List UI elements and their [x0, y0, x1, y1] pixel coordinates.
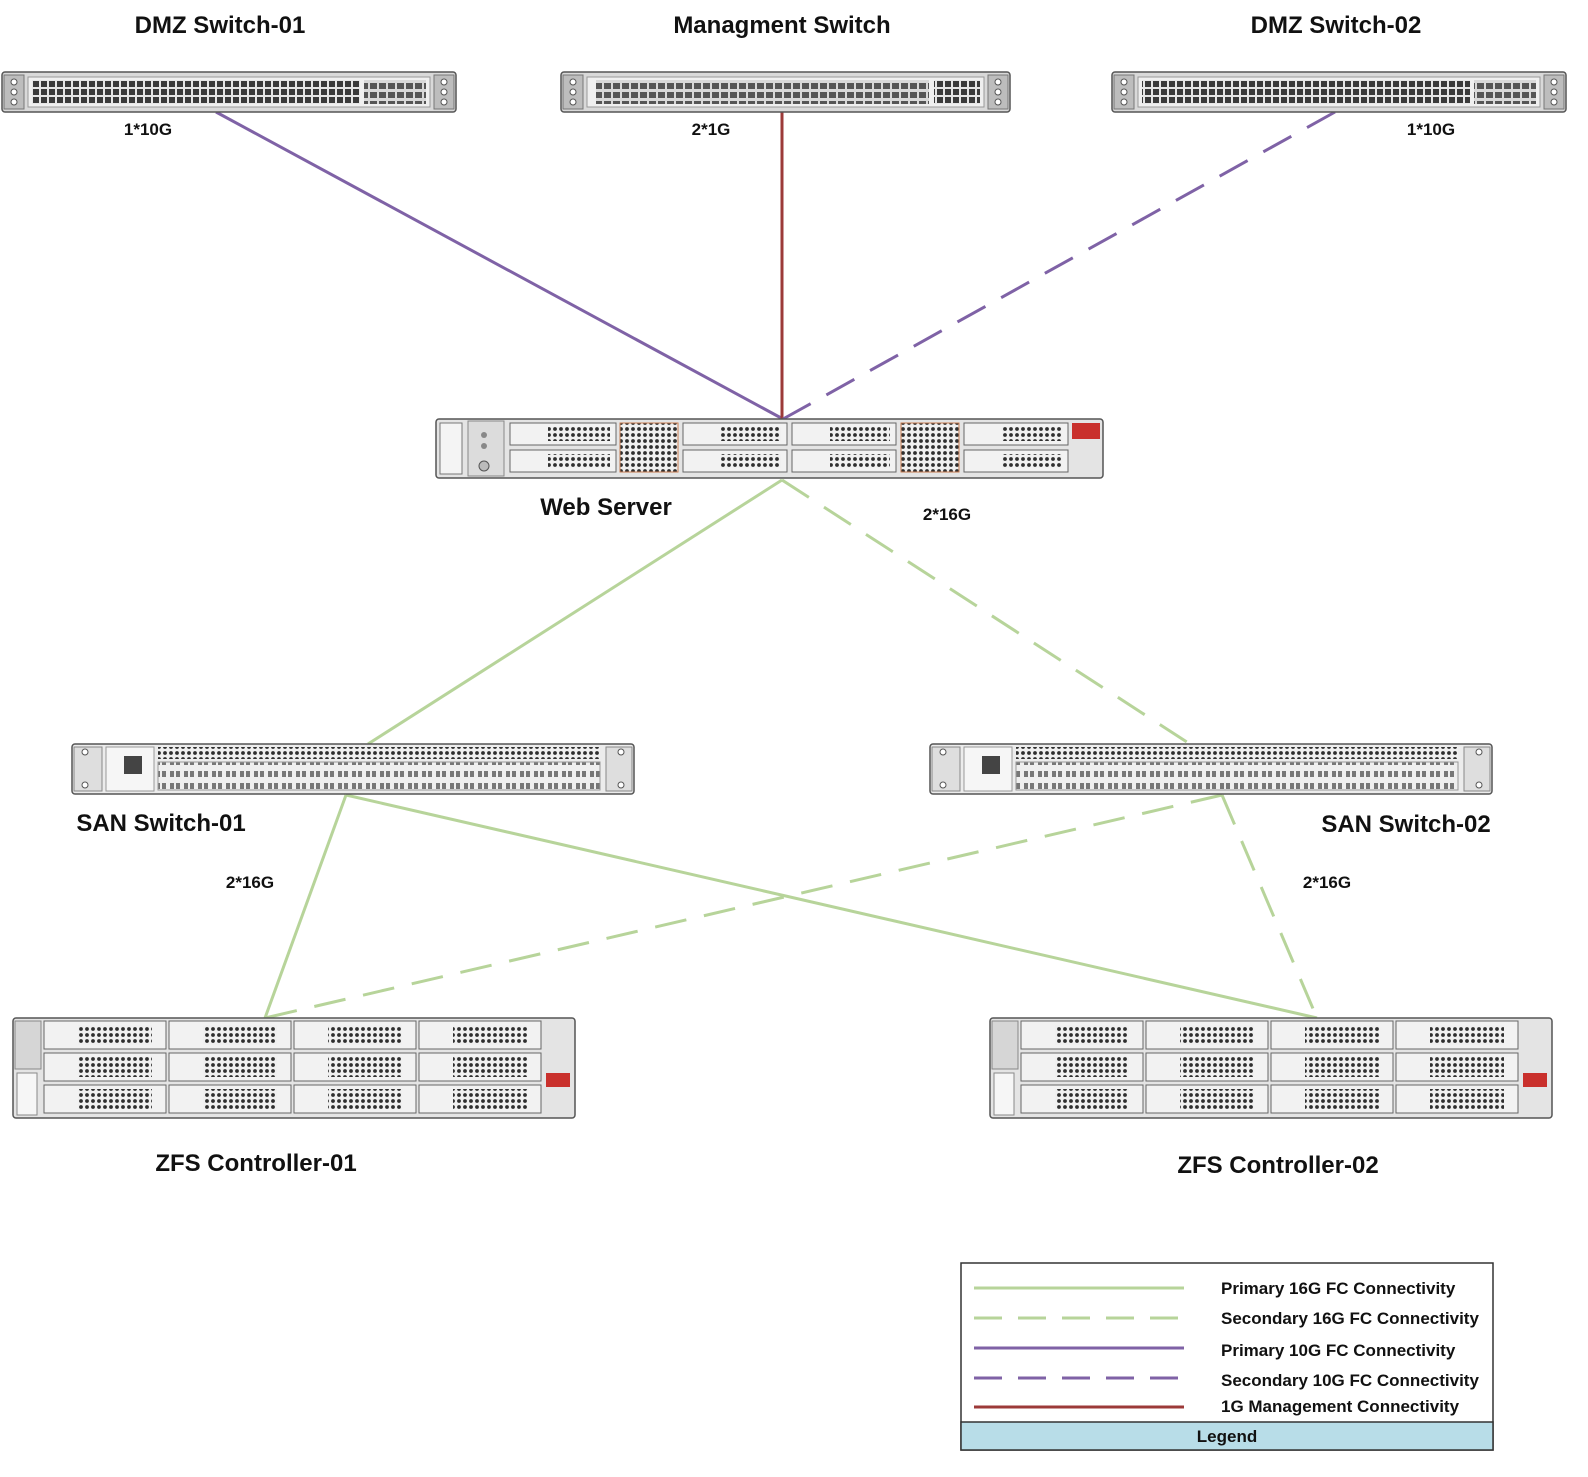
san-switch-01[interactable]	[71, 743, 635, 795]
oracle-badge	[1523, 1073, 1547, 1087]
legend-box	[960, 1262, 1494, 1451]
speed-label-san02-zfs: 2*16G	[1303, 873, 1351, 892]
legend-label-primary-16g: Primary 16G FC Connectivity	[1221, 1279, 1456, 1298]
speed-label-web-san: 2*16G	[923, 505, 971, 524]
link-san01-zfs02	[345, 793, 1318, 1020]
zfs-controller-02-label: ZFS Controller-02	[1177, 1152, 1378, 1179]
dmz-switch-01[interactable]	[1, 71, 457, 113]
link-web-san02	[781, 478, 1191, 746]
legend-title: Legend	[1197, 1427, 1257, 1446]
legend-label-mgmt-1g: 1G Management Connectivity	[1221, 1397, 1460, 1416]
dmz-switch-01-label: DMZ Switch-01	[135, 12, 306, 39]
san-switch-02[interactable]	[929, 743, 1493, 795]
dmz-switch-02-label: DMZ Switch-02	[1251, 12, 1422, 39]
link-dmz01-web	[215, 110, 784, 421]
oracle-badge	[546, 1073, 570, 1087]
zfs-controller-01[interactable]	[12, 1017, 576, 1119]
speed-label-san01-zfs: 2*16G	[226, 873, 274, 892]
speed-label-dmz02: 1*10G	[1407, 120, 1455, 139]
speed-label-dmz01: 1*10G	[124, 120, 172, 139]
link-web-san01	[367, 478, 783, 746]
web-server-label: Web Server	[540, 494, 672, 521]
drive-bays	[509, 422, 1069, 473]
legend-label-secondary-16g: Secondary 16G FC Connectivity	[1221, 1309, 1479, 1328]
zfs-controller-01-label: ZFS Controller-01	[155, 1150, 356, 1177]
legend-header	[960, 1421, 1494, 1451]
san-switch-02-label: SAN Switch-02	[1321, 811, 1490, 838]
link-san02-zfs02	[1220, 794, 1319, 1019]
zfs-controller-02[interactable]	[989, 1017, 1553, 1119]
san-switch-01-label: SAN Switch-01	[76, 810, 245, 837]
dmz-switch-02[interactable]	[1111, 71, 1567, 113]
web-server[interactable]	[435, 418, 1104, 479]
legend-label-primary-10g: Primary 10G FC Connectivity	[1221, 1341, 1456, 1360]
connections	[215, 110, 1336, 1020]
legend: Legend Primary 16G FC Connectivity Secon…	[960, 1262, 1494, 1451]
management-switch-label: Managment Switch	[673, 12, 890, 39]
oracle-badge	[1072, 423, 1100, 439]
legend-label-secondary-10g: Secondary 10G FC Connectivity	[1221, 1371, 1479, 1390]
management-switch[interactable]	[560, 71, 1011, 113]
link-san01-zfs01	[263, 794, 348, 1019]
link-dmz02-web	[782, 110, 1336, 421]
speed-label-mgmt: 2*1G	[692, 120, 731, 139]
link-san02-zfs01	[264, 793, 1223, 1020]
drive-bays	[1020, 1020, 1519, 1114]
drive-bays	[43, 1020, 542, 1114]
